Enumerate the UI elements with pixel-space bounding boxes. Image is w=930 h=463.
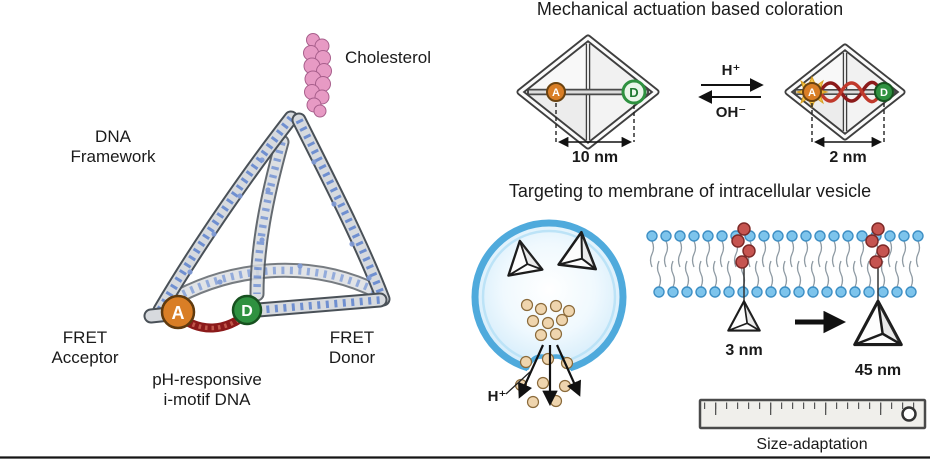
intracellular-vesicle: H⁺: [471, 219, 627, 409]
dna-framework-illustration: [143, 110, 391, 324]
dna-helix-edge-rear: [249, 134, 290, 302]
fret-acceptor-marker: [160, 294, 196, 330]
imotif-label-line1: pH-responsive: [152, 370, 262, 389]
dna-helix-edge-back: [160, 262, 386, 310]
cholesterol-label: Cholesterol: [345, 48, 431, 67]
fret-donor-letter: D: [241, 303, 253, 320]
proton-pointer-line: [505, 370, 532, 395]
ruler-label: Size-adaptation: [756, 436, 867, 453]
equilibrium-arrows: H⁺ OH⁻: [698, 62, 764, 121]
actuation-title: Mechanical actuation based coloration: [537, 0, 843, 19]
ruler: Size-adaptation: [698, 398, 927, 453]
forward-condition-label: H⁺: [722, 62, 741, 79]
targeting-panel: Targeting to membrane of intracellular v…: [471, 181, 927, 453]
closed-acceptor-letter: A: [808, 87, 816, 99]
fret-acceptor-label-line1: FRET: [63, 328, 107, 347]
fret-acceptor-letter: A: [172, 303, 185, 323]
proton-label: H⁺: [488, 388, 507, 405]
open-acceptor-letter: A: [552, 87, 560, 99]
folded-imotif-helix: [818, 80, 881, 104]
open-distance-label: 10 nm: [572, 149, 618, 166]
closed-acceptor-marker: [802, 82, 822, 102]
dna-helix-edge-right: [291, 112, 391, 307]
dna-helix-edge-bottom-right: [250, 292, 388, 318]
open-donor-marker: [621, 79, 647, 105]
actuation-panel: Mechanical actuation based coloration A …: [516, 0, 906, 166]
small-tetrahedron-size-label: 3 nm: [725, 342, 762, 359]
fret-donor-label-line1: FRET: [330, 328, 374, 347]
open-donor-letter: D: [629, 85, 638, 100]
fret-donor-label-line2: Donor: [329, 348, 376, 367]
large-tetrahedron-size-label: 45 nm: [855, 362, 901, 379]
left-panel: A D Cholesterol DNA Framework FRET Accep…: [51, 33, 431, 409]
closed-donor-marker: [874, 82, 894, 102]
dna-helix-edge-left: [152, 110, 299, 318]
open-acceptor-marker: [546, 82, 566, 102]
release-arrows: [518, 344, 581, 407]
large-tetrahedron-icon: [853, 299, 903, 347]
ruler-hole-icon: [901, 406, 917, 422]
fret-acceptor-label-line2: Acceptor: [51, 348, 118, 367]
nucleotide-dots: [187, 157, 372, 285]
closed-distance-label: 2 nm: [829, 149, 866, 166]
cholesterol-anchor-small: 3 nm: [725, 222, 763, 359]
small-tetrahedron-icon: [727, 300, 761, 332]
open-tetrahedron-diagram: A D 10 nm: [516, 34, 660, 166]
cholesterol-molecule-icon: [303, 33, 332, 118]
fret-donor-marker: [231, 294, 263, 326]
dna-framework-label-line2: Framework: [70, 147, 156, 166]
closed-tetrahedron-diagram: A D 2 nm: [784, 43, 906, 166]
cholesterol-anchor-large: 45 nm: [853, 222, 903, 379]
dna-framework-label-line1: DNA: [95, 127, 132, 146]
targeting-title: Targeting to membrane of intracellular v…: [509, 181, 871, 201]
cargo-beads-inside: [520, 298, 576, 342]
reverse-condition-label: OH⁻: [716, 104, 746, 121]
imotif-label-line2: i-motif DNA: [164, 390, 252, 409]
closed-donor-letter: D: [880, 87, 888, 99]
